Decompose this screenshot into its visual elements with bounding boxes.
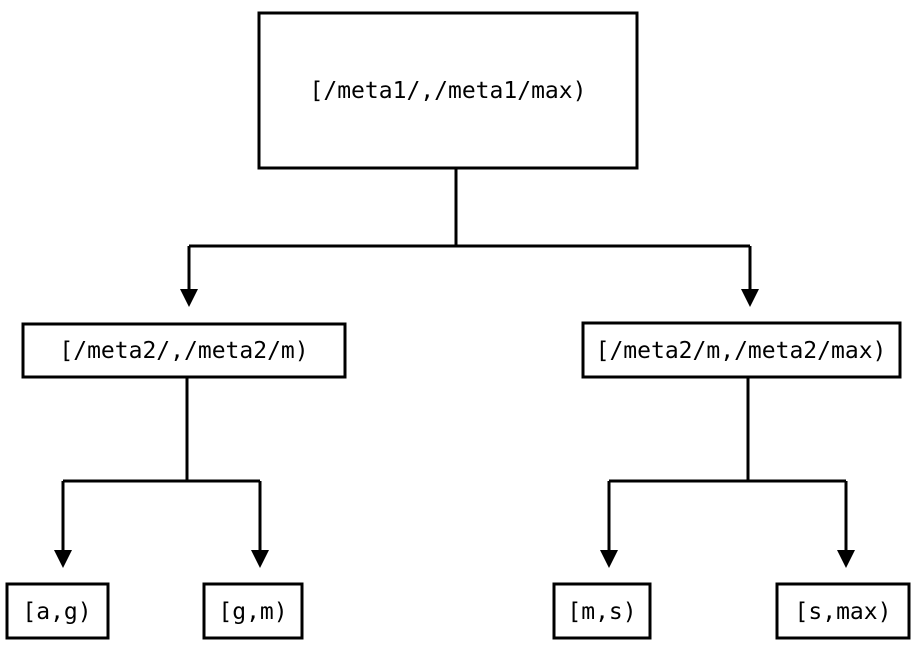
arrowhead-down-icon	[741, 289, 759, 307]
node-label: [/meta2/m,/meta2/max)	[596, 338, 887, 364]
tree-node-leaf-m-s: [m,s)	[552, 582, 652, 640]
node-label: [m,s)	[567, 599, 636, 625]
node-box	[581, 321, 902, 379]
node-box	[257, 11, 639, 170]
tree-node-meta2-high: [/meta2/m,/meta2/max)	[581, 321, 902, 379]
tree-node-meta2-low: [/meta2/,/meta2/m)	[21, 322, 347, 379]
node-box	[21, 322, 347, 379]
edge-root-to-children	[180, 168, 759, 307]
node-box	[202, 582, 304, 640]
node-box	[552, 582, 652, 640]
tree-node-root: [/meta1/,/meta1/max)	[257, 11, 639, 170]
arrowhead-down-icon	[600, 550, 618, 568]
tree-node-leaf-s-max: [s,max)	[775, 582, 911, 640]
node-label: [/meta2/,/meta2/m)	[59, 338, 308, 364]
node-label: [s,max)	[795, 599, 892, 625]
arrowhead-down-icon	[837, 550, 855, 568]
node-label: [g,m)	[218, 599, 287, 625]
tree-node-leaf-a-g: [a,g)	[5, 582, 110, 640]
edge-right-mid-to-leaves	[600, 377, 855, 568]
tree-node-leaf-g-m: [g,m)	[202, 582, 304, 640]
node-label-box	[775, 582, 911, 640]
edge-left-mid-to-leaves	[54, 377, 269, 568]
node-label: [a,g)	[22, 599, 91, 625]
arrowhead-down-icon	[251, 550, 269, 568]
arrowhead-down-icon	[54, 550, 72, 568]
node-box	[5, 582, 110, 640]
arrowhead-down-icon	[180, 289, 198, 307]
node-label: [/meta1/,/meta1/max)	[310, 78, 587, 104]
